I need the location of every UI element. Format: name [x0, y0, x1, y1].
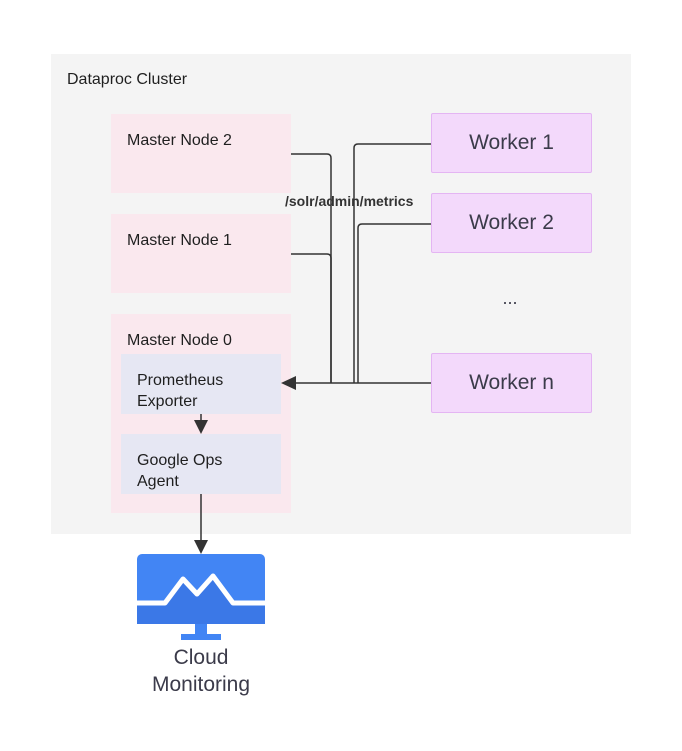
connector-master2 [291, 153, 332, 383]
master-node-0-label: Master Node 0 [127, 332, 232, 349]
worker-n: Worker n [431, 353, 592, 413]
connector-worker2 [357, 223, 431, 383]
prometheus-exporter-label: Prometheus Exporter [137, 372, 224, 410]
master-node-2-label: Master Node 2 [127, 132, 232, 149]
arrowhead-exporter [281, 376, 296, 390]
prometheus-exporter: Prometheus Exporter [121, 354, 281, 414]
arrowhead-monitoring [194, 540, 208, 554]
google-ops-agent-label: Google Ops Agent [137, 452, 223, 490]
cloud-monitoring-label: Cloud Monitoring [151, 646, 251, 696]
worker-2: Worker 2 [431, 193, 592, 253]
worker-1: Worker 1 [431, 113, 592, 173]
monitor-chart-icon [137, 554, 265, 640]
master-node-1-label: Master Node 1 [127, 232, 232, 249]
connector-worker1 [353, 143, 431, 383]
master-node-1: Master Node 1 [111, 214, 291, 293]
cluster-label: Dataproc Cluster [67, 71, 188, 88]
google-ops-agent: Google Ops Agent [121, 434, 281, 494]
master-node-2: Master Node 2 [111, 114, 291, 193]
metrics-endpoint-label: /solr/admin/metrics [285, 193, 414, 209]
connector-master1 [291, 253, 332, 383]
arrowhead-agent [194, 420, 208, 434]
workers-ellipsis: ... [502, 288, 518, 308]
